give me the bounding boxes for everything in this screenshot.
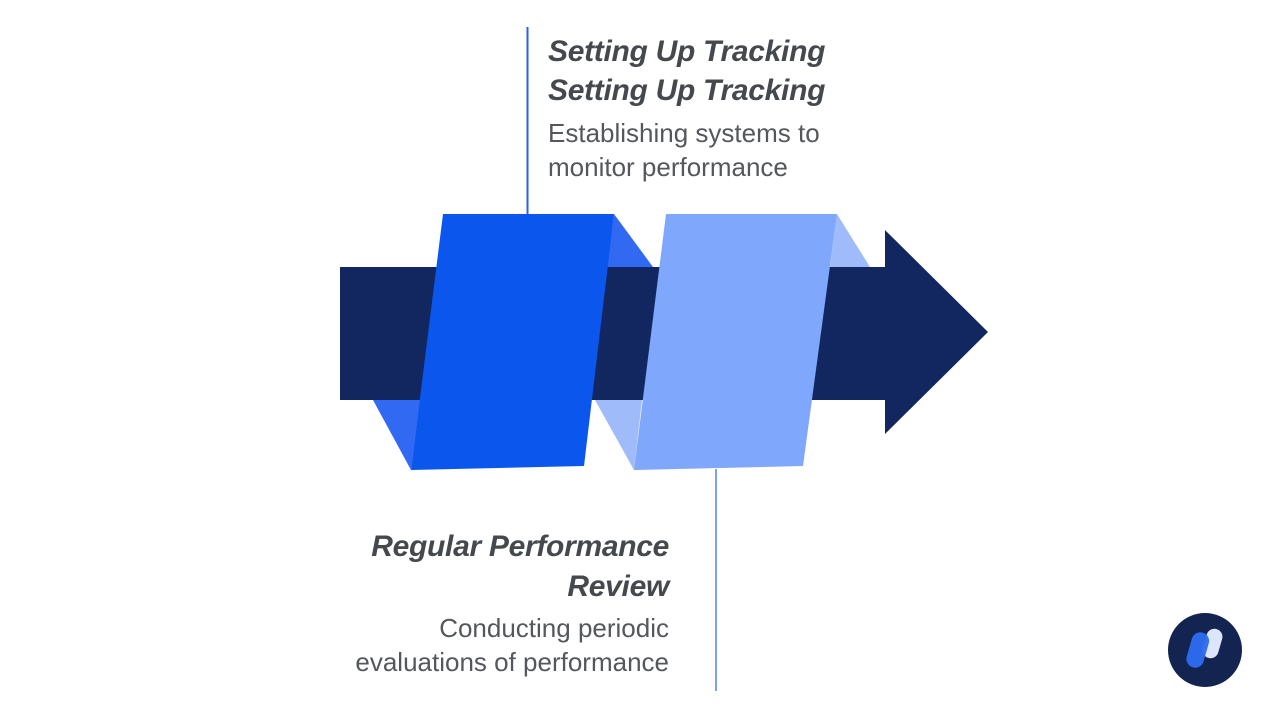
step-2-description-line-1: Conducting periodic [439, 613, 669, 643]
step-1-description-line-1: Establishing systems to [548, 118, 820, 148]
step-1-title-line-2: Setting Up Tracking [548, 74, 826, 107]
step-2-description: Conducting periodic evaluations of perfo… [250, 611, 669, 679]
logo-petal-left-icon [1186, 632, 1210, 668]
step-2-title-line-1: Regular Performance [371, 530, 669, 563]
step-1-title-line-1: Setting Up Tracking [548, 35, 826, 68]
step-1-description: Establishing systems to monitor performa… [548, 116, 908, 184]
ribbon-2-fold-top-icon [830, 214, 870, 267]
ribbon-step-1 [411, 214, 614, 470]
ribbon-step-2 [634, 214, 837, 470]
step-1-description-line-2: monitor performance [548, 152, 788, 182]
ribbon-1-fold-top-icon [607, 214, 653, 267]
wepik-logo [1168, 613, 1242, 687]
step-1-label: Setting Up Tracking Setting Up Tracking … [548, 32, 908, 184]
ribbon-2-fold-bottom-icon [595, 400, 642, 470]
ribbon-1-fold-bottom-icon [373, 400, 420, 470]
step-2-label: Regular Performance Review Conducting pe… [250, 527, 669, 679]
step-2-title: Regular Performance Review [250, 527, 669, 607]
wepik-logo-icon [1168, 613, 1242, 687]
step-2-title-line-2: Review [567, 570, 669, 603]
step-1-title: Setting Up Tracking Setting Up Tracking [548, 32, 908, 110]
step-2-description-line-2: evaluations of performance [355, 647, 669, 677]
